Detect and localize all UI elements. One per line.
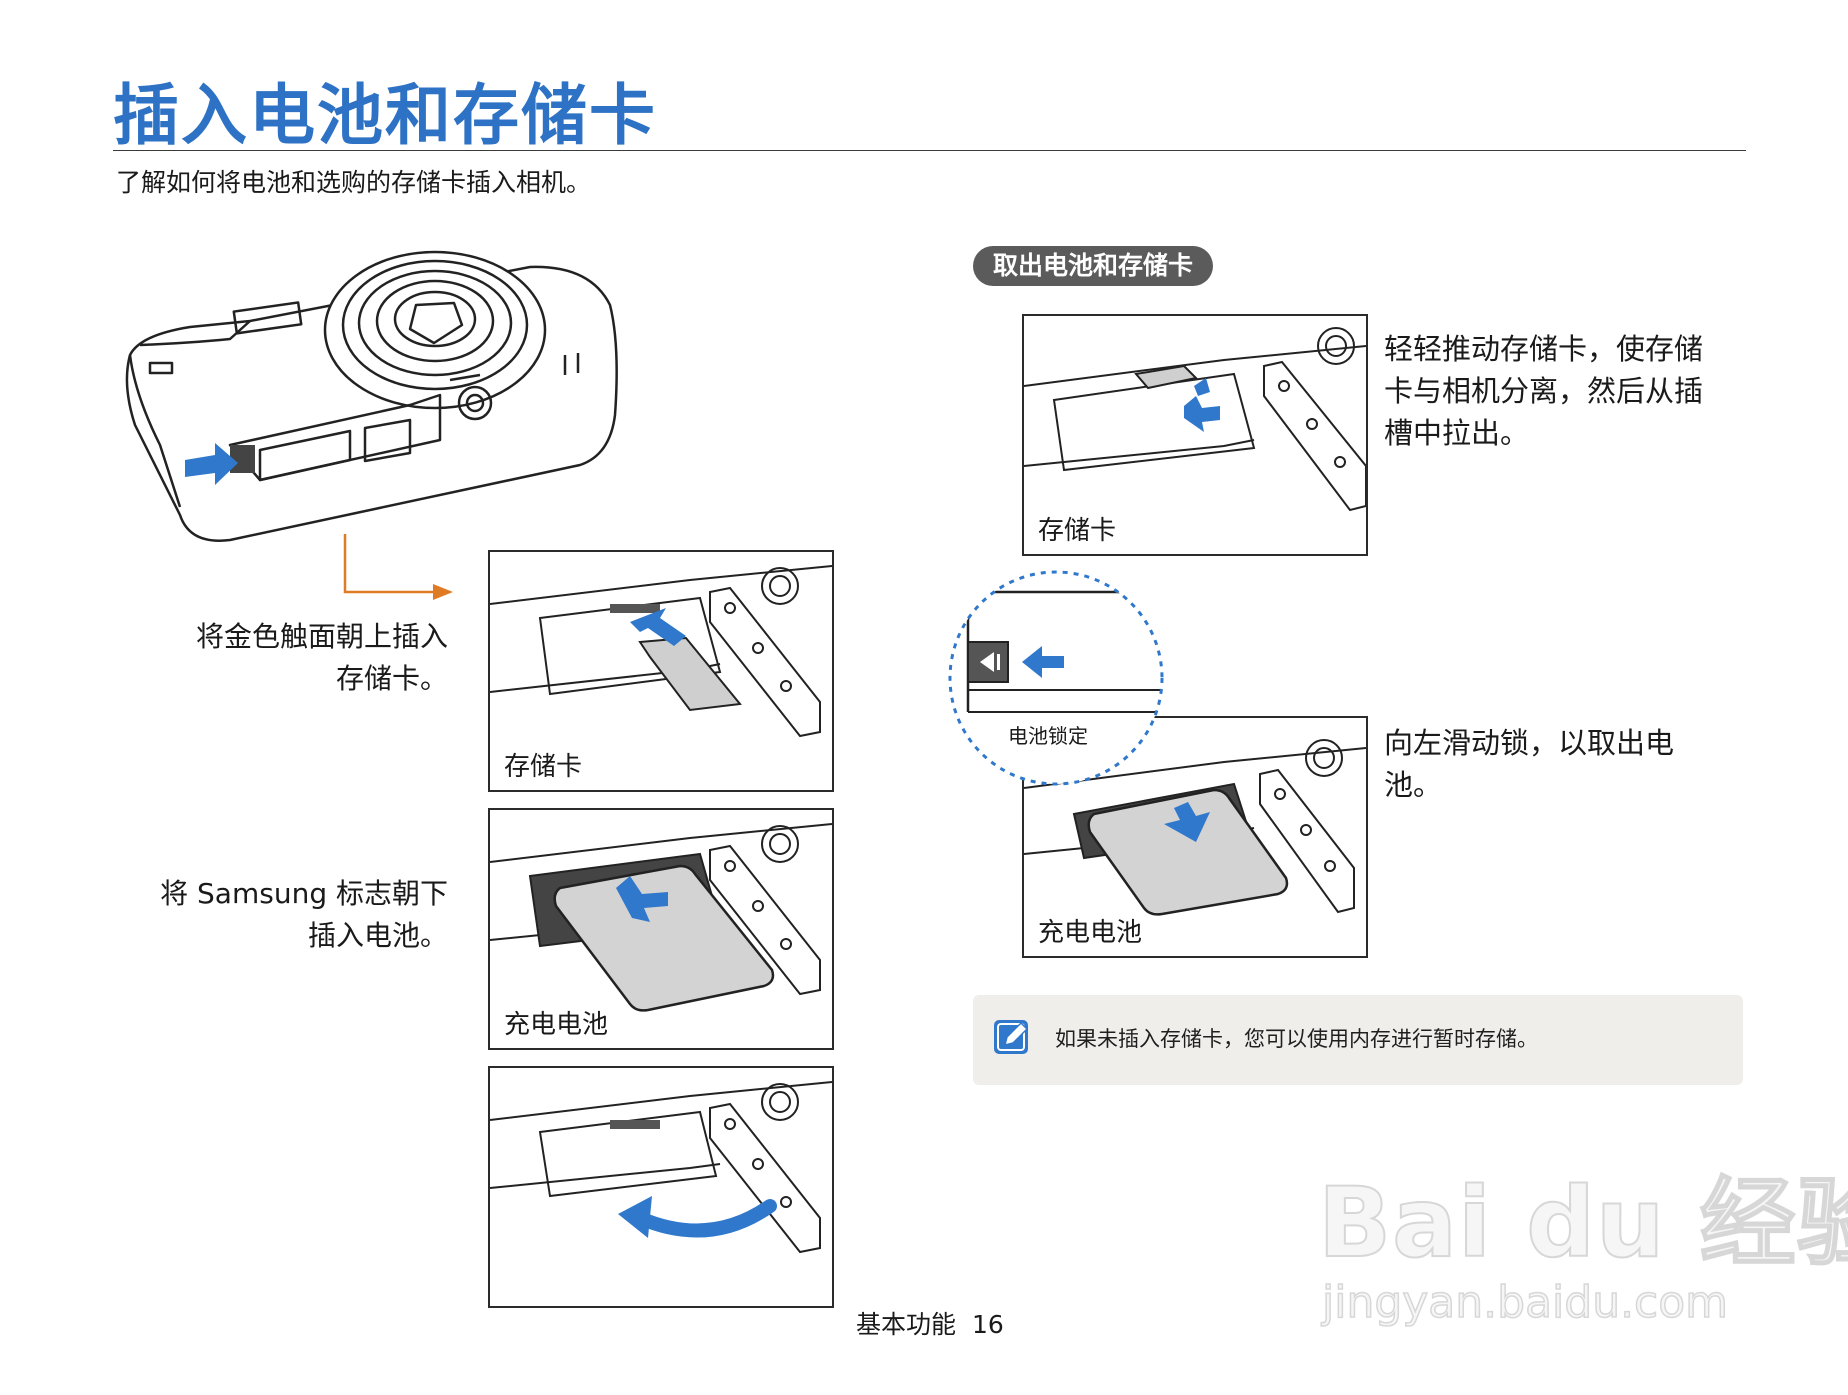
callout-arrow	[335, 530, 465, 600]
panel-close-cover	[488, 1066, 834, 1308]
watermark-logo: Bai du 经验	[1318, 1168, 1848, 1278]
insert-memory-card-instruction: 将金色触面朝上插入 存储卡。	[150, 616, 448, 700]
panel-caption: 存储卡	[1038, 514, 1116, 548]
insert-battery-instruction: 将 Samsung 标志朝下 插入电池。	[130, 873, 448, 957]
section-label-remove: 取出电池和存储卡	[973, 246, 1213, 286]
page-number: 16	[972, 1308, 1004, 1342]
remove-battery-instruction: 向左滑动锁，以取出电 池。	[1384, 722, 1724, 806]
title-divider	[113, 150, 1746, 151]
page-footer: 基本功能 16	[856, 1308, 1004, 1342]
page-title: 插入电池和存储卡	[113, 76, 657, 156]
footer-section: 基本功能	[856, 1308, 956, 1342]
panel-insert-memory-card: 存储卡	[488, 550, 834, 792]
panel-caption: 充电电池	[1038, 916, 1142, 950]
panel-caption: 充电电池	[504, 1008, 608, 1042]
note-box: 如果未插入存储卡，您可以使用内存进行暂时存储。	[973, 995, 1743, 1085]
remove-memory-card-instruction: 轻轻推动存储卡，使存储 卡与相机分离，然后从插 槽中拉出。	[1384, 328, 1724, 454]
battery-lock-label: 电池锁定	[1008, 722, 1088, 750]
panel-insert-battery: 充电电池	[488, 808, 834, 1050]
note-text: 如果未插入存储卡，您可以使用内存进行暂时存储。	[1055, 1023, 1538, 1055]
note-pencil-icon	[991, 1015, 1033, 1059]
close-cover-illustration	[490, 1068, 832, 1306]
watermark-url: jingyan.baidu.com	[1322, 1278, 1728, 1328]
panel-caption: 存储卡	[504, 750, 582, 784]
page-subtitle: 了解如何将电池和选购的存储卡插入相机。	[116, 166, 591, 200]
panel-remove-memory-card: 存储卡	[1022, 314, 1368, 556]
battery-lock-magnifier	[940, 562, 1172, 794]
